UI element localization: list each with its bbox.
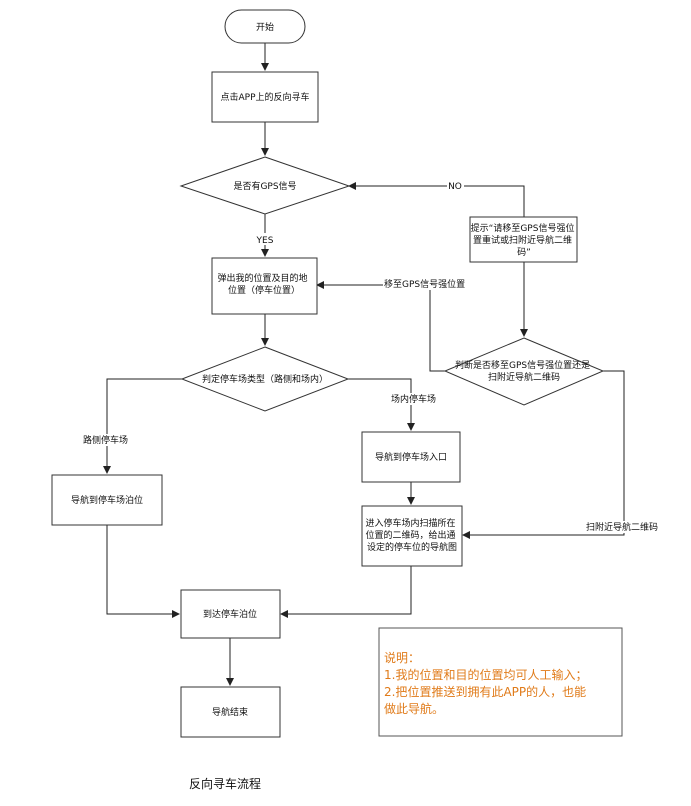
- edge-lot-indoor: [348, 378, 415, 431]
- judge-move-line-1: 判断是否移至GPS信号强位置还是: [455, 359, 590, 371]
- enter-lot-line-1: 进入停车场内扫描所在: [366, 517, 456, 529]
- diagram-caption: 反向寻车流程: [189, 776, 261, 791]
- edge-label-indoor: 场内停车场: [391, 393, 436, 405]
- gps-check-decision: [179, 156, 351, 215]
- tap-app-label: 点击APP上的反向寻车: [220, 91, 309, 103]
- note-line-2: 2.把位置推送到拥有此APP的人，也能: [384, 684, 586, 699]
- edge-label-no: NO: [448, 182, 462, 192]
- prompt-line-3: 码”: [517, 247, 531, 258]
- edge-label-roadside-bg: [82, 434, 132, 446]
- prompt-node: [469, 216, 578, 263]
- arrive-node: [180, 589, 281, 639]
- prompt-line-2: 置重试或扫附近导航二维: [473, 234, 572, 246]
- note-line-3: 做此导航。: [384, 701, 444, 716]
- enter-lot-line-2: 位置的二维码，给出通: [366, 529, 456, 541]
- enter-lot-line-3: 设定的停车位的导航图: [367, 541, 457, 553]
- edge-berth-to-arrive: [106, 525, 180, 618]
- edge-label-indoor-bg: [390, 393, 439, 405]
- tap-app-node: [211, 71, 319, 123]
- end-node: [180, 686, 281, 738]
- edge-label-scan-qr: 扫附近导航二维码: [586, 521, 658, 533]
- nav-berth-node: [51, 474, 163, 526]
- edge-label-roadside: 路侧停车场: [83, 434, 128, 446]
- edge-judge-scan-qr: [462, 370, 625, 539]
- nav-berth-label: 导航到停车场泊位: [71, 494, 143, 506]
- lot-type-decision: [180, 346, 350, 412]
- end-label: 导航结束: [212, 706, 248, 718]
- enter-lot-node: [361, 505, 463, 567]
- edge-judge-move-gps: [316, 281, 445, 372]
- note-text: 说明： 1.我的位置和目的位置均可人工输入； 2.把位置推送到拥有此APP的人，…: [384, 650, 591, 716]
- prompt-label: 提示“请移至GPS信号强位 置重试或扫附近导航二维 码”: [471, 222, 578, 258]
- lot-type-label: 判定停车场类型（路侧和场内）: [202, 373, 328, 385]
- edge-gps-no: [348, 182, 525, 217]
- judge-move-line-2: 扫附近导航二维码: [488, 371, 560, 383]
- prompt-line-1: 提示“请移至GPS信号强位: [471, 222, 575, 234]
- popup-node: [211, 257, 318, 315]
- edge-label-move-gps-bg: [383, 278, 469, 290]
- judge-move-decision: [443, 337, 605, 406]
- note-box: [378, 627, 623, 737]
- edge-label-yes: YES: [256, 236, 274, 246]
- note-title: 说明：: [384, 650, 420, 665]
- edge-label-scan-qr-bg: [585, 521, 665, 533]
- edge-lot-roadside: [103, 378, 182, 474]
- nav-lot-entry-label: 导航到停车场入口: [375, 451, 447, 463]
- nav-lot-entry-node: [361, 431, 461, 483]
- edge-label-move-gps: 移至GPS信号强位置: [384, 278, 465, 290]
- popup-line-2: 位置（停车位置）: [228, 284, 300, 296]
- edge-label-yes-bg: [255, 233, 275, 245]
- gps-check-label: 是否有GPS信号: [233, 180, 296, 192]
- note-line-1: 1.我的位置和目的位置均可人工输入；: [384, 667, 587, 682]
- start-label: 开始: [256, 21, 274, 33]
- start-node: [224, 9, 306, 44]
- judge-move-label: 判断是否移至GPS信号强位置还是 扫附近导航二维码: [455, 359, 593, 383]
- edge-scan-to-arrive: [280, 566, 412, 618]
- edge-label-no-bg: [447, 180, 464, 192]
- enter-lot-label: 进入停车场内扫描所在 位置的二维码，给出通 设定的停车位的导航图: [366, 517, 459, 553]
- popup-label: 弹出我的位置及目的地 位置（停车位置）: [218, 272, 311, 296]
- arrive-label: 到达停车泊位: [203, 608, 257, 620]
- popup-line-1: 弹出我的位置及目的地: [218, 272, 308, 284]
